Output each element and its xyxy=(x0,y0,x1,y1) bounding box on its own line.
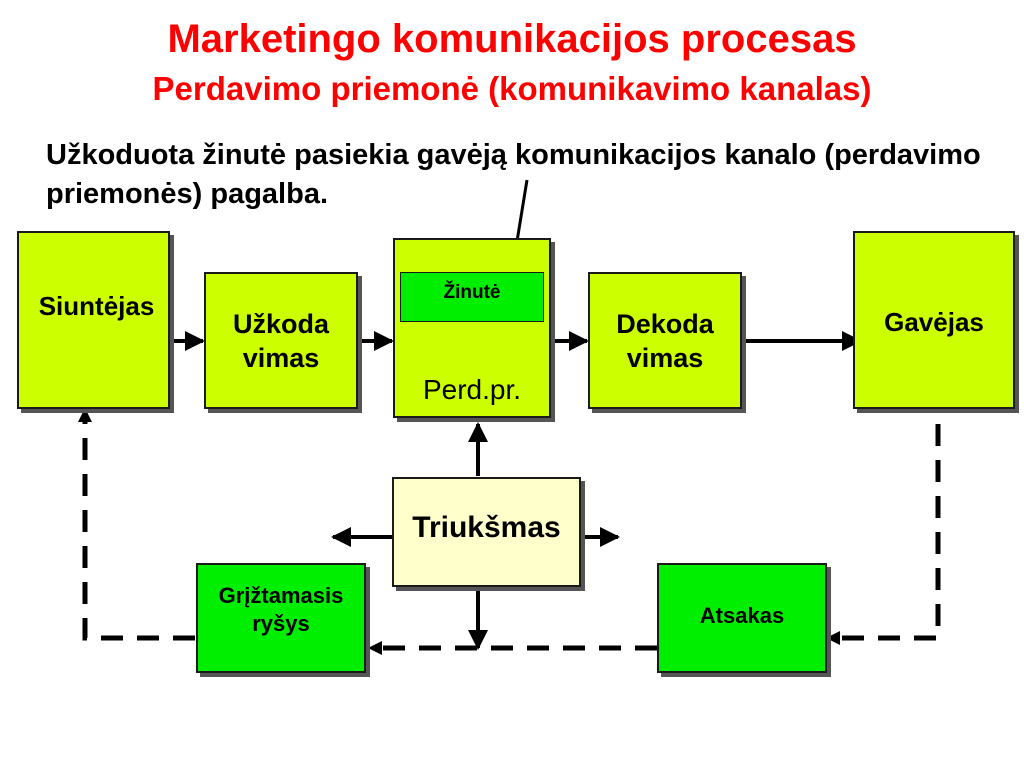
sender-label: Siuntėjas xyxy=(38,290,155,321)
slide-title: Marketingo komunikacijos procesas xyxy=(167,17,857,61)
feedback-box: Grįžtamasis ryšys xyxy=(196,563,366,673)
message-box: Žinutė xyxy=(400,272,544,322)
receiver-label: Gavėjas xyxy=(884,307,984,337)
message-label: Žinutė xyxy=(443,282,501,303)
response-box: Atsakas xyxy=(657,563,827,673)
arrowhead-into-sender xyxy=(78,408,92,422)
slide-description: Užkoduota žinutė pasiekia gavėją komunik… xyxy=(46,139,981,210)
encoding-label: Užkoda vimas xyxy=(232,308,330,373)
dashed-feedback-to-sender xyxy=(82,418,195,641)
dashed-receiver-to-response xyxy=(836,424,941,641)
decoding-box: Dekoda vimas xyxy=(588,272,742,409)
receiver-box: Gavėjas xyxy=(853,231,1015,409)
encoding-box: Užkoda vimas xyxy=(204,272,358,409)
noise-box: Triukšmas xyxy=(392,477,581,587)
noise-label: Triukšmas xyxy=(412,511,561,544)
response-label: Atsakas xyxy=(699,603,785,628)
arrowhead-into-feedback xyxy=(368,641,382,655)
decoding-label: Dekoda vimas xyxy=(616,308,714,373)
channel-box: Perd.pr. xyxy=(393,238,551,418)
arrowhead-into-response xyxy=(826,631,840,645)
feedback-label: Grįžtamasis ryšys xyxy=(218,583,344,636)
channel-label: Perd.pr. xyxy=(422,374,522,405)
sender-box: Siuntėjas xyxy=(17,231,170,409)
slide-subtitle: Perdavimo priemonė (komunikavimo kanalas… xyxy=(152,70,872,107)
